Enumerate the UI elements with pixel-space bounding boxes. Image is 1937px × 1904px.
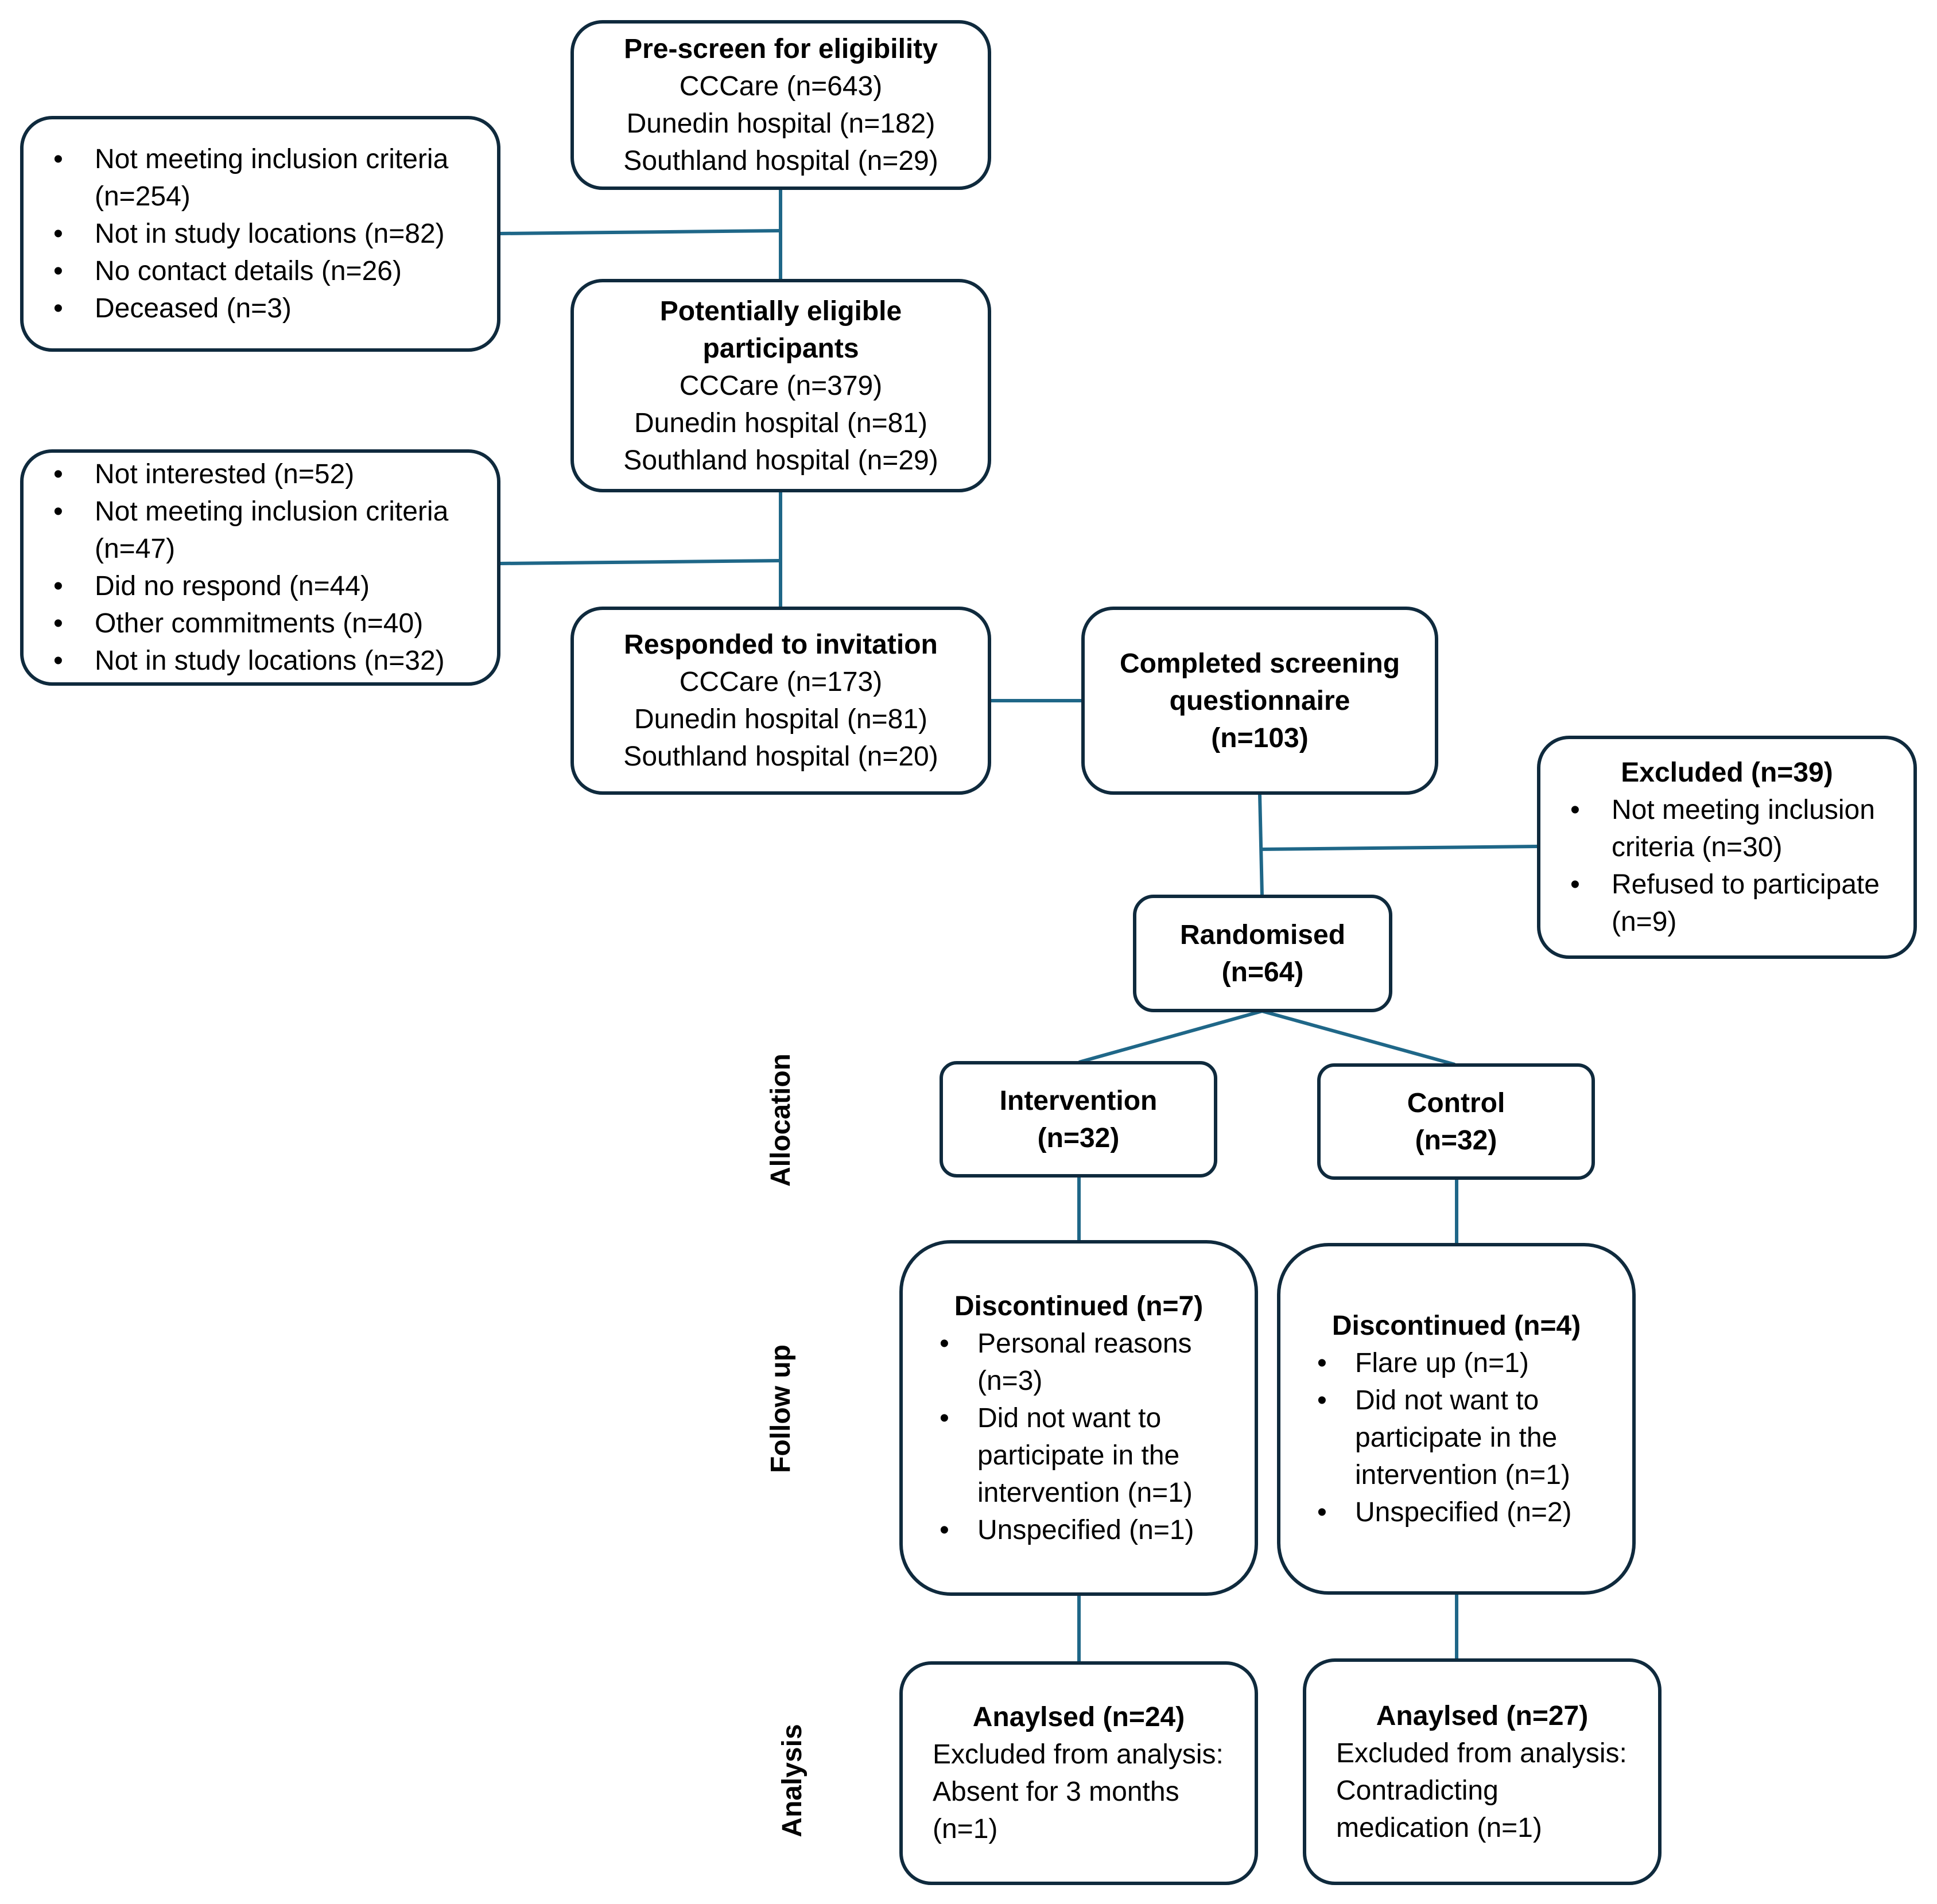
prescreen-title: Pre-screen for eligibility	[624, 34, 938, 64]
connector-excluded	[1260, 845, 1539, 851]
discontinued-control-box: Discontinued (n=4) Flare up (n=1) Did no…	[1277, 1243, 1636, 1595]
discontinued-intervention-item: Personal reasons (n=3)	[903, 1325, 1232, 1400]
control-title-1: Control	[1407, 1087, 1505, 1118]
connector-exclusion1	[499, 229, 781, 235]
eligible-box: Potentially eligible participants CCCare…	[570, 279, 991, 492]
analysed-intervention-text: Excluded from analysis: Absent for 3 mon…	[933, 1739, 1224, 1844]
intervention-box: Intervention (n=32)	[940, 1061, 1217, 1178]
excluded-title: Excluded (n=39)	[1621, 757, 1833, 788]
responded-title: Responded to invitation	[624, 630, 938, 660]
screening-title-1: Completed screening	[1119, 648, 1400, 679]
discontinued-intervention-item: Unspecified (n=1)	[903, 1511, 1232, 1549]
excluded-box: Excluded (n=39) Not meeting inclusion cr…	[1537, 736, 1917, 959]
analysed-intervention-box: Anaylsed (n=24) Excluded from analysis: …	[899, 1661, 1258, 1885]
screening-title-2: questionnaire	[1169, 685, 1350, 716]
discontinued-intervention-box: Discontinued (n=7) Personal reasons (n=3…	[899, 1240, 1258, 1596]
exclusion-2-item: Not meeting inclusion criteria (n=47)	[24, 493, 474, 568]
responded-box: Responded to invitation CCCare (n=173) D…	[570, 607, 991, 795]
discontinued-control-title: Discontinued (n=4)	[1332, 1310, 1581, 1341]
analysed-control-box: Anaylsed (n=27) Excluded from analysis: …	[1303, 1658, 1662, 1885]
prescreen-box: Pre-screen for eligibility CCCare (n=643…	[570, 20, 991, 190]
exclusion-2-item: Did no respond (n=44)	[24, 568, 474, 605]
stage-label-analysis: Analysis	[777, 1724, 808, 1837]
prescreen-dunedin: Dunedin hospital (n=182)	[626, 108, 935, 139]
exclusion-2-item: Not interested (n=52)	[24, 456, 474, 493]
stage-label-allocation: Allocation	[766, 1054, 796, 1187]
randomised-box: Randomised (n=64)	[1133, 895, 1392, 1012]
exclusion-2-item: Not in study locations (n=32)	[24, 642, 474, 679]
responded-southland: Southland hospital (n=20)	[623, 741, 938, 772]
exclusion-1-item: Not meeting inclusion criteria (n=254)	[24, 141, 474, 215]
excluded-item: Refused to participate (n=9)	[1540, 866, 1896, 941]
responded-dunedin: Dunedin hospital (n=81)	[634, 704, 927, 735]
analysed-intervention-title: Anaylsed (n=24)	[972, 1702, 1185, 1732]
eligible-southland: Southland hospital (n=29)	[623, 445, 938, 476]
excluded-item: Not meeting inclusion criteria (n=30)	[1540, 791, 1896, 866]
prescreen-cccare: CCCare (n=643)	[679, 71, 883, 102]
randomised-title-1: Randomised	[1179, 919, 1346, 950]
exclusion-1-item: Not in study locations (n=82)	[24, 215, 474, 252]
eligible-cccare: CCCare (n=379)	[679, 370, 883, 401]
intervention-title-1: Intervention	[999, 1085, 1158, 1116]
discontinued-control-item: Unspecified (n=2)	[1280, 1494, 1609, 1531]
exclusion-box-2: Not interested (n=52) Not meeting inclus…	[20, 449, 500, 686]
discontinued-control-item: Flare up (n=1)	[1280, 1345, 1609, 1382]
stage-label-follow-up: Follow up	[766, 1345, 796, 1473]
control-title-2: (n=32)	[1415, 1125, 1497, 1156]
control-box: Control (n=32)	[1317, 1063, 1595, 1180]
prescreen-southland: Southland hospital (n=29)	[623, 146, 938, 176]
connector-screening-randomised	[1258, 794, 1264, 896]
intervention-title-2: (n=32)	[1037, 1122, 1120, 1153]
analysed-control-title: Anaylsed (n=27)	[1376, 1700, 1589, 1731]
analysed-control-text: Excluded from analysis: Contradicting me…	[1336, 1738, 1627, 1843]
screening-box: Completed screening questionnaire (n=103…	[1081, 607, 1438, 795]
connector-randomised-control	[1261, 1009, 1455, 1066]
connector-exclusion2	[499, 559, 781, 565]
eligible-title-1: Potentially eligible	[659, 296, 902, 327]
randomised-title-2: (n=64)	[1221, 957, 1304, 988]
connector-randomised-intervention	[1078, 1009, 1263, 1064]
exclusion-2-item: Other commitments (n=40)	[24, 605, 474, 642]
eligible-title-2: participants	[702, 333, 859, 364]
discontinued-control-item: Did not want to participate in the inter…	[1280, 1382, 1609, 1494]
responded-cccare: CCCare (n=173)	[679, 667, 883, 697]
discontinued-intervention-item: Did not want to participate in the inter…	[903, 1400, 1232, 1511]
discontinued-intervention-title: Discontinued (n=7)	[954, 1291, 1204, 1322]
exclusion-box-1: Not meeting inclusion criteria (n=254) N…	[20, 116, 500, 352]
screening-title-3: (n=103)	[1211, 722, 1309, 753]
eligible-dunedin: Dunedin hospital (n=81)	[634, 407, 927, 438]
exclusion-1-item: Deceased (n=3)	[24, 290, 474, 327]
exclusion-1-item: No contact details (n=26)	[24, 252, 474, 290]
